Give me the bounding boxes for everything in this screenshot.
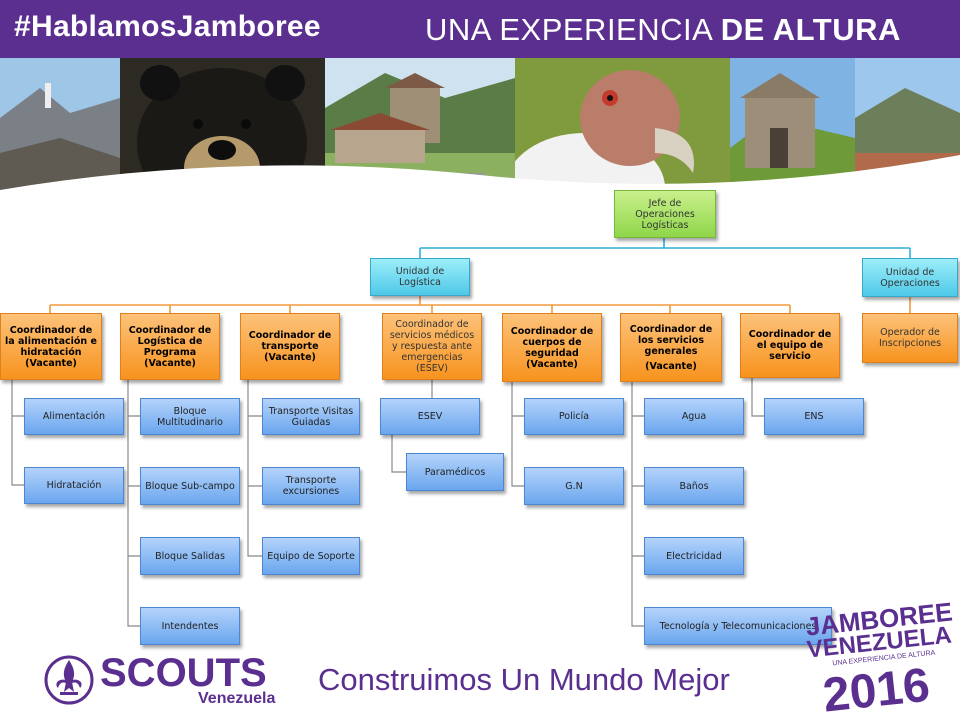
scouts-country: Venezuela bbox=[198, 690, 276, 707]
coord-transporte-status: (Vacante) bbox=[264, 352, 316, 363]
node-gn: G.N bbox=[524, 467, 624, 505]
node-coord-equipo-servicio: Coordinador de el equipo de servicio bbox=[740, 313, 840, 378]
coord-equipo-servicio-title: Coordinador de el equipo de servicio bbox=[748, 329, 832, 362]
node-unidad-operaciones: Unidad de Operaciones bbox=[862, 258, 958, 297]
white-wave bbox=[0, 155, 960, 220]
coord-servicios-generales-title: Coordinador de los servicios generales bbox=[629, 323, 713, 357]
connector-col6 bbox=[631, 382, 644, 627]
connector-col4-sub bbox=[391, 435, 406, 473]
node-agua: Agua bbox=[644, 398, 744, 435]
node-bloque-multitudinario: Bloque Multitudinario bbox=[140, 398, 240, 435]
coord-transporte-title: Coordinador de transporte bbox=[248, 330, 332, 352]
coord-servicios-generales-status: (Vacante) bbox=[645, 360, 697, 372]
header-banner: #HablamosJamboree UNA EXPERIENCIA DE ALT… bbox=[0, 0, 960, 58]
connector-col2 bbox=[127, 380, 140, 627]
node-unidad-logistica: Unidad de Logística bbox=[370, 258, 470, 296]
connector-col5 bbox=[511, 382, 524, 487]
slogan: Construimos Un Mundo Mejor bbox=[318, 662, 730, 697]
coord-logistica-programa-title: Coordinador de Logística de Programa bbox=[128, 324, 212, 358]
node-alimentacion: Alimentación bbox=[24, 398, 124, 435]
node-equipo-soporte: Equipo de Soporte bbox=[262, 537, 360, 575]
node-intendentes: Intendentes bbox=[140, 607, 240, 645]
node-jefe-operaciones: Jefe de Operaciones Logísticas bbox=[614, 190, 716, 238]
connector-col3 bbox=[247, 380, 262, 557]
headline: UNA EXPERIENCIA DE ALTURA bbox=[425, 12, 901, 48]
condor-photo bbox=[515, 58, 730, 208]
node-esev: ESEV bbox=[380, 398, 480, 435]
coord-cuerpos-seguridad-title: Coordinador de cuerpos de seguridad bbox=[510, 325, 594, 359]
node-operador-inscripciones: Operador de Inscripciones bbox=[862, 313, 958, 363]
node-hidratacion: Hidratación bbox=[24, 467, 124, 504]
coord-servicios-medicos-title: Coordinador de servicios médicos y respu… bbox=[389, 319, 475, 374]
connector-col7 bbox=[751, 378, 764, 417]
node-coord-servicios-generales: Coordinador de los servicios generales (V… bbox=[620, 313, 722, 382]
node-coord-cuerpos-seguridad: Coordinador de cuerpos de seguridad (Vac… bbox=[502, 313, 602, 382]
headline-regular: UNA EXPERIENCIA bbox=[425, 12, 721, 47]
connector-col1 bbox=[11, 380, 24, 486]
node-tecnologia: Tecnología y Telecomunicaciones bbox=[644, 607, 832, 645]
node-ens: ENS bbox=[764, 398, 864, 435]
jamboree-year: 2016 bbox=[821, 659, 933, 714]
node-policia: Policía bbox=[524, 398, 624, 435]
node-transporte-visitas: Transporte Visitas Guiadas bbox=[262, 398, 360, 435]
coord-alimentacion-status: (Vacante) bbox=[25, 357, 77, 369]
node-transporte-excursiones: Transporte excursiones bbox=[262, 467, 360, 505]
node-coord-transporte: Coordinador de transporte (Vacante) bbox=[240, 313, 340, 380]
node-banos: Baños bbox=[644, 467, 744, 505]
node-coord-servicios-medicos: Coordinador de servicios médicos y respu… bbox=[382, 313, 482, 380]
connector-logistica-coordinators bbox=[49, 296, 791, 313]
hashtag-title: #HablamosJamboree bbox=[14, 10, 321, 43]
node-bloque-salidas: Bloque Salidas bbox=[140, 537, 240, 575]
jamboree-logo: JAMBOREE VENEZUELA UNA EXPERIENCIA DE AL… bbox=[804, 598, 954, 714]
node-electricidad: Electricidad bbox=[644, 537, 744, 575]
node-coord-logistica-programa: Coordinador de Logística de Programa (Va… bbox=[120, 313, 220, 380]
node-bloque-sub-campo: Bloque Sub-campo bbox=[140, 467, 240, 505]
coord-alimentacion-title: Coordinador de la alimentación e hidrata… bbox=[5, 324, 97, 358]
coord-logistica-programa-status: (Vacante) bbox=[144, 357, 196, 369]
scouts-brand: SCOUTS bbox=[100, 651, 267, 695]
coord-cuerpos-seguridad-status: (Vacante) bbox=[526, 358, 578, 370]
headline-bold: DE ALTURA bbox=[720, 12, 901, 47]
node-coord-alimentacion: Coordinador de la alimentación e hidrata… bbox=[0, 313, 102, 380]
node-paramedicos: Paramédicos bbox=[406, 453, 504, 491]
connector-root-units bbox=[419, 238, 911, 258]
fleur-de-lis-icon bbox=[44, 655, 94, 705]
